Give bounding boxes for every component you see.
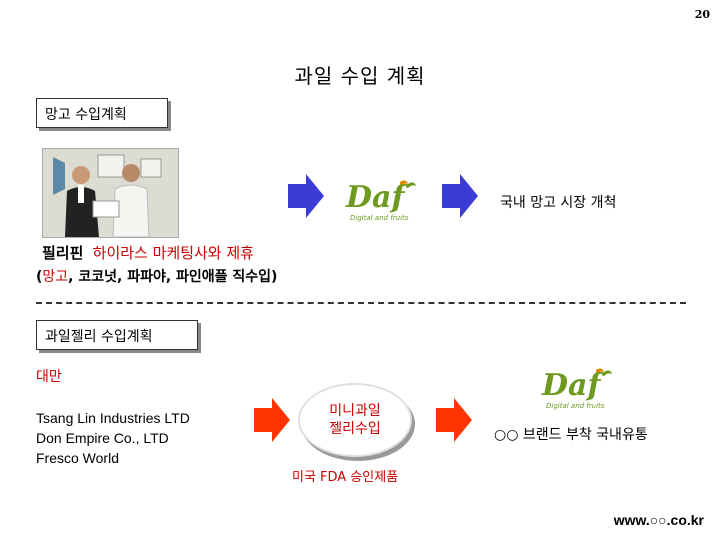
daf-wordmark: Daf (346, 180, 405, 215)
arrow-right-icon (254, 398, 290, 442)
jelly-result-text: ○○ 브랜드 부착 국내유통 (494, 427, 648, 443)
jelly-section-label-text: 과일젤리 수입계획 (45, 329, 153, 345)
section-divider (36, 302, 686, 304)
partnership-photo (42, 148, 179, 238)
arrow-right-icon (288, 174, 324, 218)
daf-tagline: Digital and fruits (350, 214, 409, 222)
company-item: Fresco World (36, 450, 119, 466)
product-rest: , 코코넛, 파파야, 파인애플 직수입) (68, 269, 278, 285)
daf-logo-icon (400, 180, 416, 188)
mango-section-label-text: 망고 수입계획 (45, 107, 127, 123)
page-number: 20 (694, 8, 710, 21)
handshake-photo-icon (43, 149, 178, 237)
page-title: 과일 수입 계획 (294, 64, 426, 88)
partner-line: 필리핀 하이라스 마케팅사와 제휴 (42, 242, 254, 263)
oval-line-2: 젤리수입 (329, 421, 381, 437)
arrow-right-icon (442, 174, 478, 218)
oval-line-1: 미니과일 (329, 403, 381, 419)
company-list: Tsang Lin Industries LTD Don Empire Co.,… (36, 408, 190, 468)
company-item: Don Empire Co., LTD (36, 430, 169, 446)
partner-name: 하이라스 마케팅사와 제휴 (92, 244, 254, 262)
daf-logo: Daf Digital and fruits (538, 366, 628, 412)
company-item: Tsang Lin Industries LTD (36, 410, 190, 426)
daf-logo-icon (596, 368, 612, 376)
arrow-right-icon (436, 398, 472, 442)
mango-section-label: 망고 수입계획 (36, 98, 168, 128)
daf-tagline: Digital and fruits (546, 402, 605, 410)
partner-country: 필리핀 (42, 244, 84, 262)
jelly-import-oval: 미니과일 젤리수입 (300, 385, 410, 455)
mango-products: (망고, 코코넛, 파파야, 파인애플 직수입) (36, 266, 277, 286)
footer-url: www.○○.co.kr (613, 512, 704, 528)
fda-note: 미국 FDA 승인제품 (292, 470, 399, 485)
product-mango: 망고 (42, 269, 69, 285)
product-prefix: ( (36, 269, 43, 285)
jelly-country: 대만 (36, 369, 62, 385)
daf-wordmark: Daf (542, 368, 601, 403)
daf-logo: Daf Digital and fruits (342, 178, 432, 224)
jelly-section-label: 과일젤리 수입계획 (36, 320, 198, 350)
mango-result-text: 국내 망고 시장 개척 (500, 195, 617, 211)
